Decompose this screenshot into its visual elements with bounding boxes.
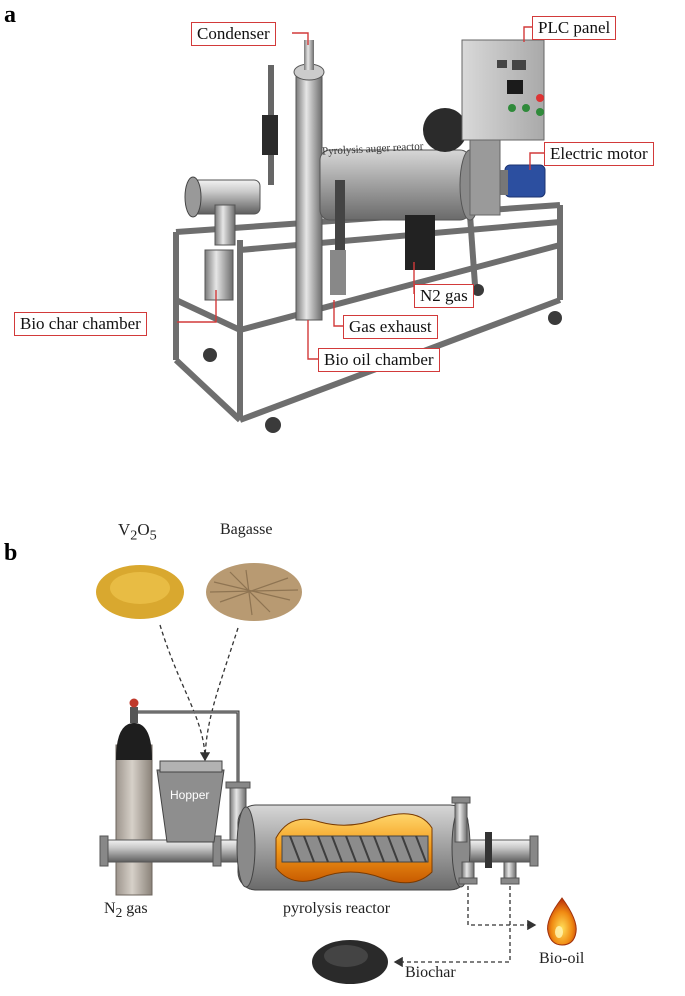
- callout-n2-gas: N2 gas: [414, 284, 474, 308]
- v2o5-sub1: 2: [130, 527, 138, 544]
- callout-leaders: [177, 26, 544, 360]
- n2-valve: [129, 698, 139, 708]
- callout-plc-panel: PLC panel: [532, 16, 617, 40]
- reactor-photo: [173, 39, 563, 433]
- label-pyrolysis-reactor: pyrolysis reactor: [283, 900, 391, 917]
- n2-rest: gas: [122, 900, 148, 917]
- n2-sub: 2: [115, 905, 123, 921]
- n2-cylinder: [115, 744, 153, 896]
- bio-oil-drop-icon: [547, 897, 577, 946]
- feed-arrow-v2o5: [159, 624, 211, 762]
- label-v2o5: V2O5: [118, 520, 157, 544]
- biochar-arrow: [393, 886, 511, 968]
- callout-bio-char-chamber: Bio char chamber: [14, 312, 147, 336]
- pyrolysis-schematic: [96, 563, 577, 984]
- n2-cylinder-cap: [116, 723, 152, 760]
- panel-a-letter: a: [4, 2, 16, 28]
- label-bagasse: Bagasse: [220, 521, 273, 538]
- label-hopper: Hopper: [170, 788, 210, 802]
- callout-bio-oil-chamber: Bio oil chamber: [318, 348, 440, 372]
- callout-electric-motor: Electric motor: [544, 142, 654, 166]
- v2o5-base: V: [118, 520, 131, 539]
- label-biochar: Biochar: [405, 964, 456, 981]
- label-n2-gas: N2 gas: [104, 900, 148, 921]
- panel-b-letter: b: [4, 540, 18, 566]
- v2o5-sub2: 5: [149, 527, 157, 544]
- callout-gas-exhaust: Gas exhaust: [343, 315, 438, 339]
- hopper: [156, 769, 225, 843]
- bio-oil-arrow: [467, 886, 537, 931]
- callout-condenser: Condenser: [191, 22, 276, 46]
- n2-base: N: [104, 900, 116, 917]
- v2o5-mid: O: [137, 520, 150, 539]
- feed-arrow-bagasse: [204, 627, 239, 761]
- label-bio-oil: Bio-oil: [539, 950, 585, 967]
